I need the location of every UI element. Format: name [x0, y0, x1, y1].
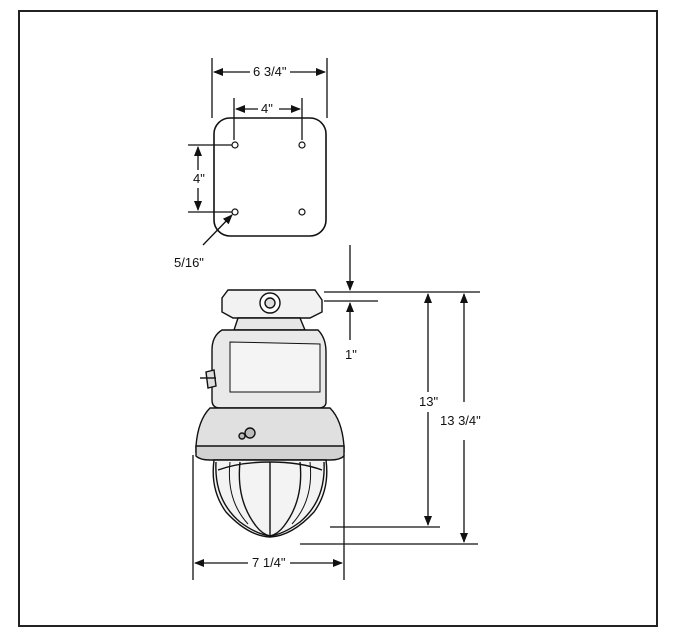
overall-height-label: 13 3/4": [438, 413, 483, 428]
hole-diameter-leader: [202, 214, 233, 246]
plate-width-dimension: [211, 58, 328, 118]
mount-height-dimension: [324, 245, 480, 340]
drawing-frame: [18, 10, 658, 627]
mounting-plate: [213, 117, 327, 237]
hole-spacing-h-label: 4": [259, 101, 275, 116]
hole-spacing-v-label: 4": [191, 171, 207, 186]
overall-height-dimension: [300, 293, 478, 545]
body-height-dimension: [330, 293, 440, 528]
plate-width-label: 6 3/4": [251, 64, 289, 79]
hole-spacing-v-dimension: [188, 144, 232, 213]
mount-height-label: 1": [343, 347, 359, 362]
mounting-holes: [231, 141, 306, 216]
fixture-body: [195, 289, 345, 538]
hole-diameter-label: 5/16": [172, 255, 206, 270]
body-height-label: 13": [417, 394, 441, 409]
overall-width-label: 7 1/4": [250, 555, 288, 570]
hole-spacing-h-dimension: [233, 98, 303, 140]
overall-width-dimension: [192, 455, 345, 580]
